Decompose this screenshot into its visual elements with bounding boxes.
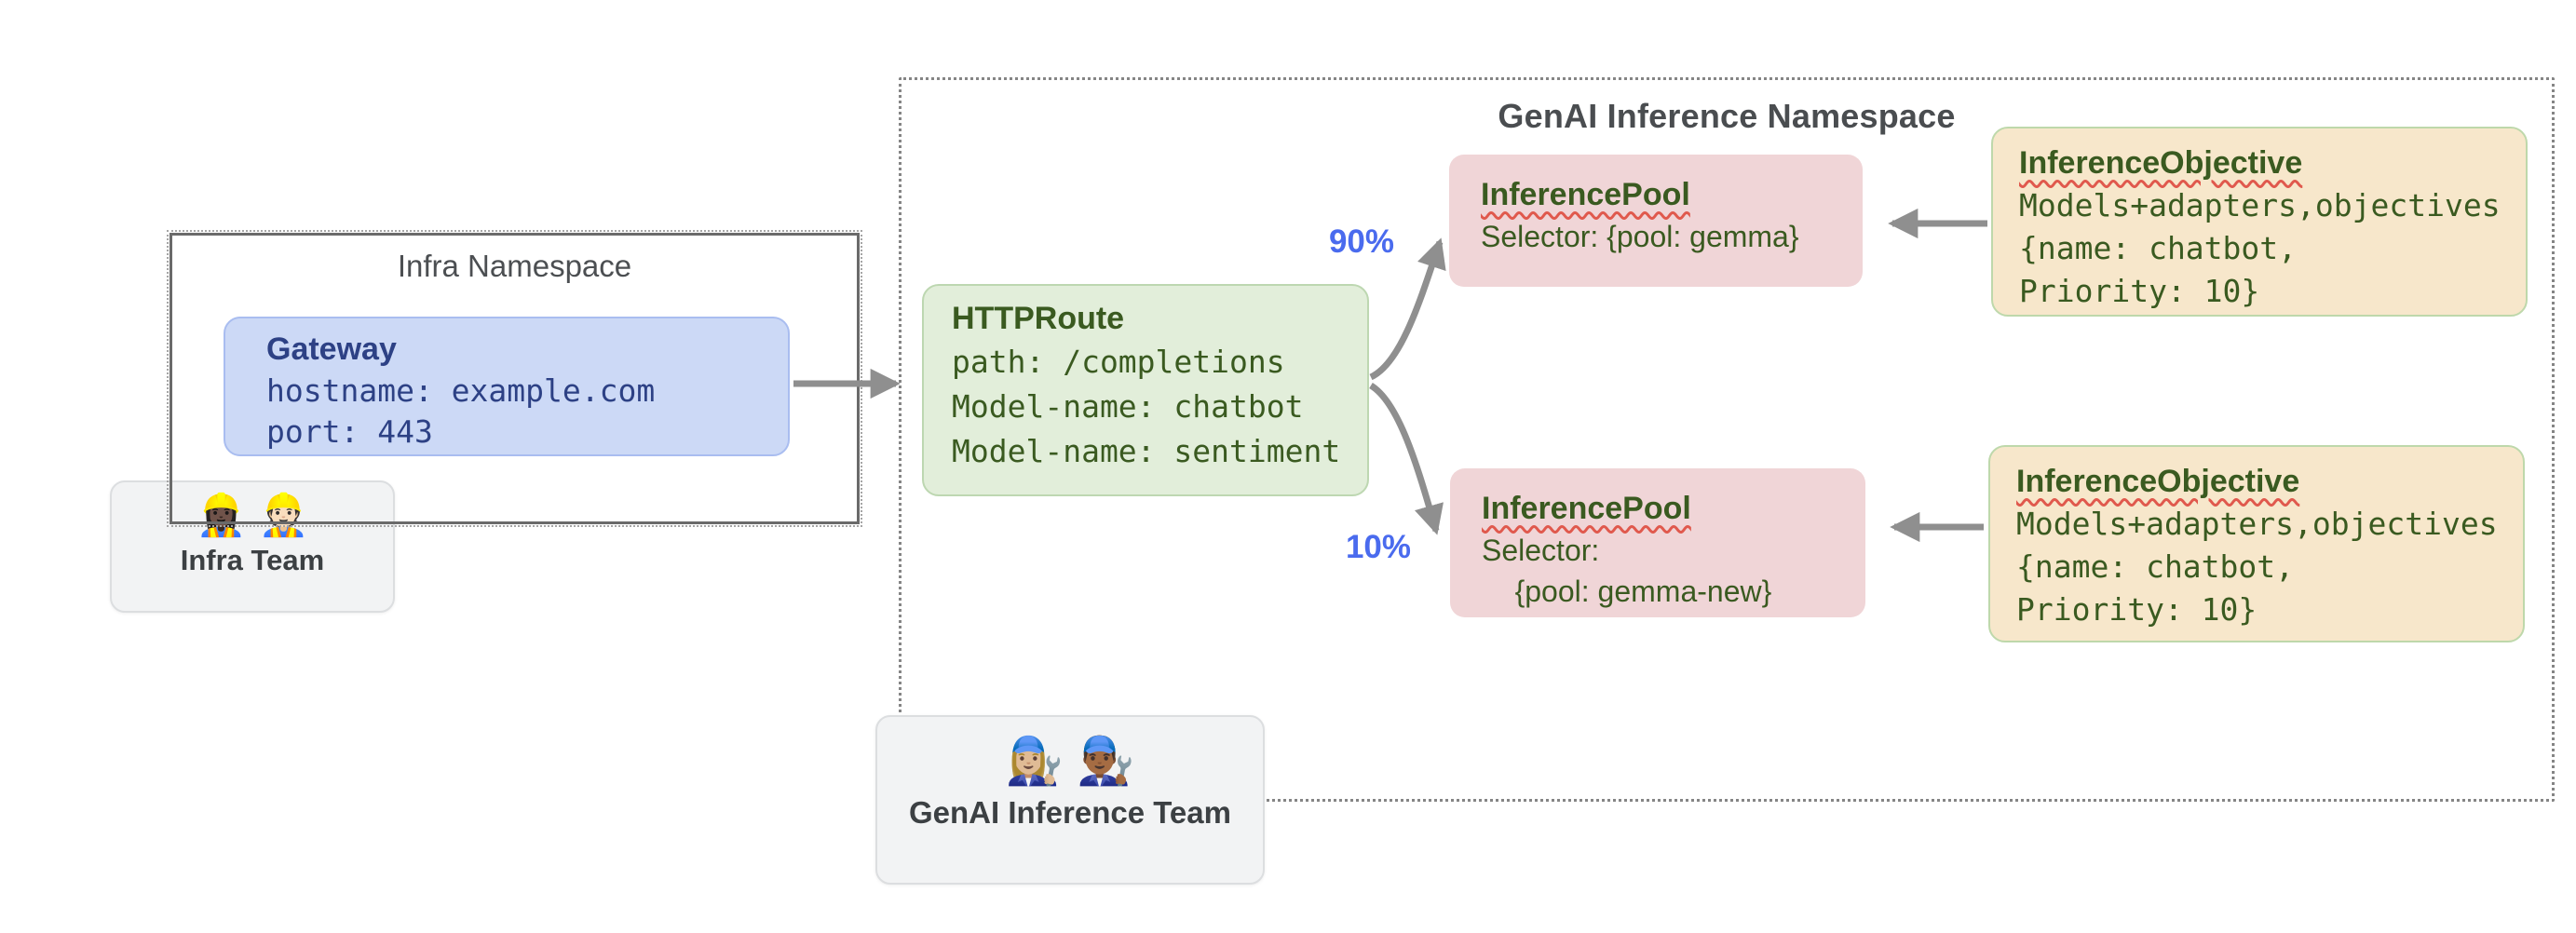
objective-priority-line: Priority: 10} xyxy=(2019,273,2260,309)
spellcheck-squiggle: InferenceObjective xyxy=(2016,464,2300,499)
genai-namespace-title: GenAI Inference Namespace xyxy=(1498,97,1956,135)
httproute-node: HTTPRoute path: /completions Model-name:… xyxy=(922,284,1369,496)
inferencepool-gemma-new-title: InferencePool xyxy=(1482,487,1865,530)
objective-name-line: {name: chatbot, xyxy=(2016,548,2295,585)
traffic-split-90-label: 90% xyxy=(1328,223,1395,260)
inferencepool-gemma-new-selector-line: Selector: xyxy=(1482,534,1600,567)
inferencepool-gemma-node: InferencePool Selector: {pool: gemma} xyxy=(1449,155,1863,287)
objective-models-line: Models+adapters,objectives xyxy=(2016,506,2498,542)
httproute-model-chatbot-line: Model-name: chatbot xyxy=(952,388,1304,425)
inferencepool-gemma-title: InferencePool xyxy=(1481,173,1863,216)
objective-models-line: Models+adapters,objectives xyxy=(2019,187,2501,223)
gateway-node: Gateway hostname: example.com port: 443 xyxy=(224,317,790,456)
objective-priority-line: Priority: 10} xyxy=(2016,591,2257,628)
genai-team-label: GenAI Inference Team xyxy=(908,795,1231,830)
infra-team-label: Infra Team xyxy=(180,544,325,576)
infra-team-card: 👷🏿‍♀️ 👷🏻 Infra Team xyxy=(110,480,395,613)
genai-namespace-box: GenAI Inference Namespace xyxy=(899,77,2555,802)
inferencepool-gemma-new-node: InferencePool Selector: {pool: gemma-new… xyxy=(1450,468,1865,617)
spellcheck-squiggle: InferenceObjective xyxy=(2019,145,2303,181)
inferenceobjective-bottom-title: InferenceObjective xyxy=(2016,460,2523,503)
inferenceobjective-top-title: InferenceObjective xyxy=(2019,142,2526,184)
httproute-path-line: path: /completions xyxy=(952,344,1285,380)
gateway-hostname-line: hostname: example.com xyxy=(266,372,656,409)
gateway-title: Gateway xyxy=(266,331,397,367)
infra-namespace-box: Infra Namespace xyxy=(167,230,862,527)
inferenceobjective-top-node: InferenceObjective Models+adapters,objec… xyxy=(1991,127,2528,317)
construction-worker-emojis: 👷🏿‍♀️ 👷🏻 xyxy=(196,493,309,538)
genai-team-card: 👩🏼‍🔧 👨🏾‍🔧 GenAI Inference Team xyxy=(875,715,1265,885)
gateway-port-line: port: 443 xyxy=(266,413,433,450)
httproute-model-sentiment-line: Model-name: sentiment xyxy=(952,433,1341,469)
infra-namespace-title: Infra Namespace xyxy=(397,249,632,283)
traffic-split-10-label: 10% xyxy=(1345,529,1412,565)
inferenceobjective-bottom-node: InferenceObjective Models+adapters,objec… xyxy=(1988,445,2525,642)
objective-name-line: {name: chatbot, xyxy=(2019,230,2298,266)
inferencepool-gemma-selector-line: Selector: {pool: gemma} xyxy=(1481,220,1799,253)
spellcheck-squiggle: InferencePool xyxy=(1482,491,1691,526)
spellcheck-squiggle: InferencePool xyxy=(1481,177,1690,212)
inferencepool-gemma-new-selector-value-line: {pool: gemma-new} xyxy=(1482,575,1772,608)
httproute-title: HTTPRoute xyxy=(952,301,1125,336)
mechanic-emojis: 👩🏼‍🔧 👨🏾‍🔧 xyxy=(1005,735,1135,787)
